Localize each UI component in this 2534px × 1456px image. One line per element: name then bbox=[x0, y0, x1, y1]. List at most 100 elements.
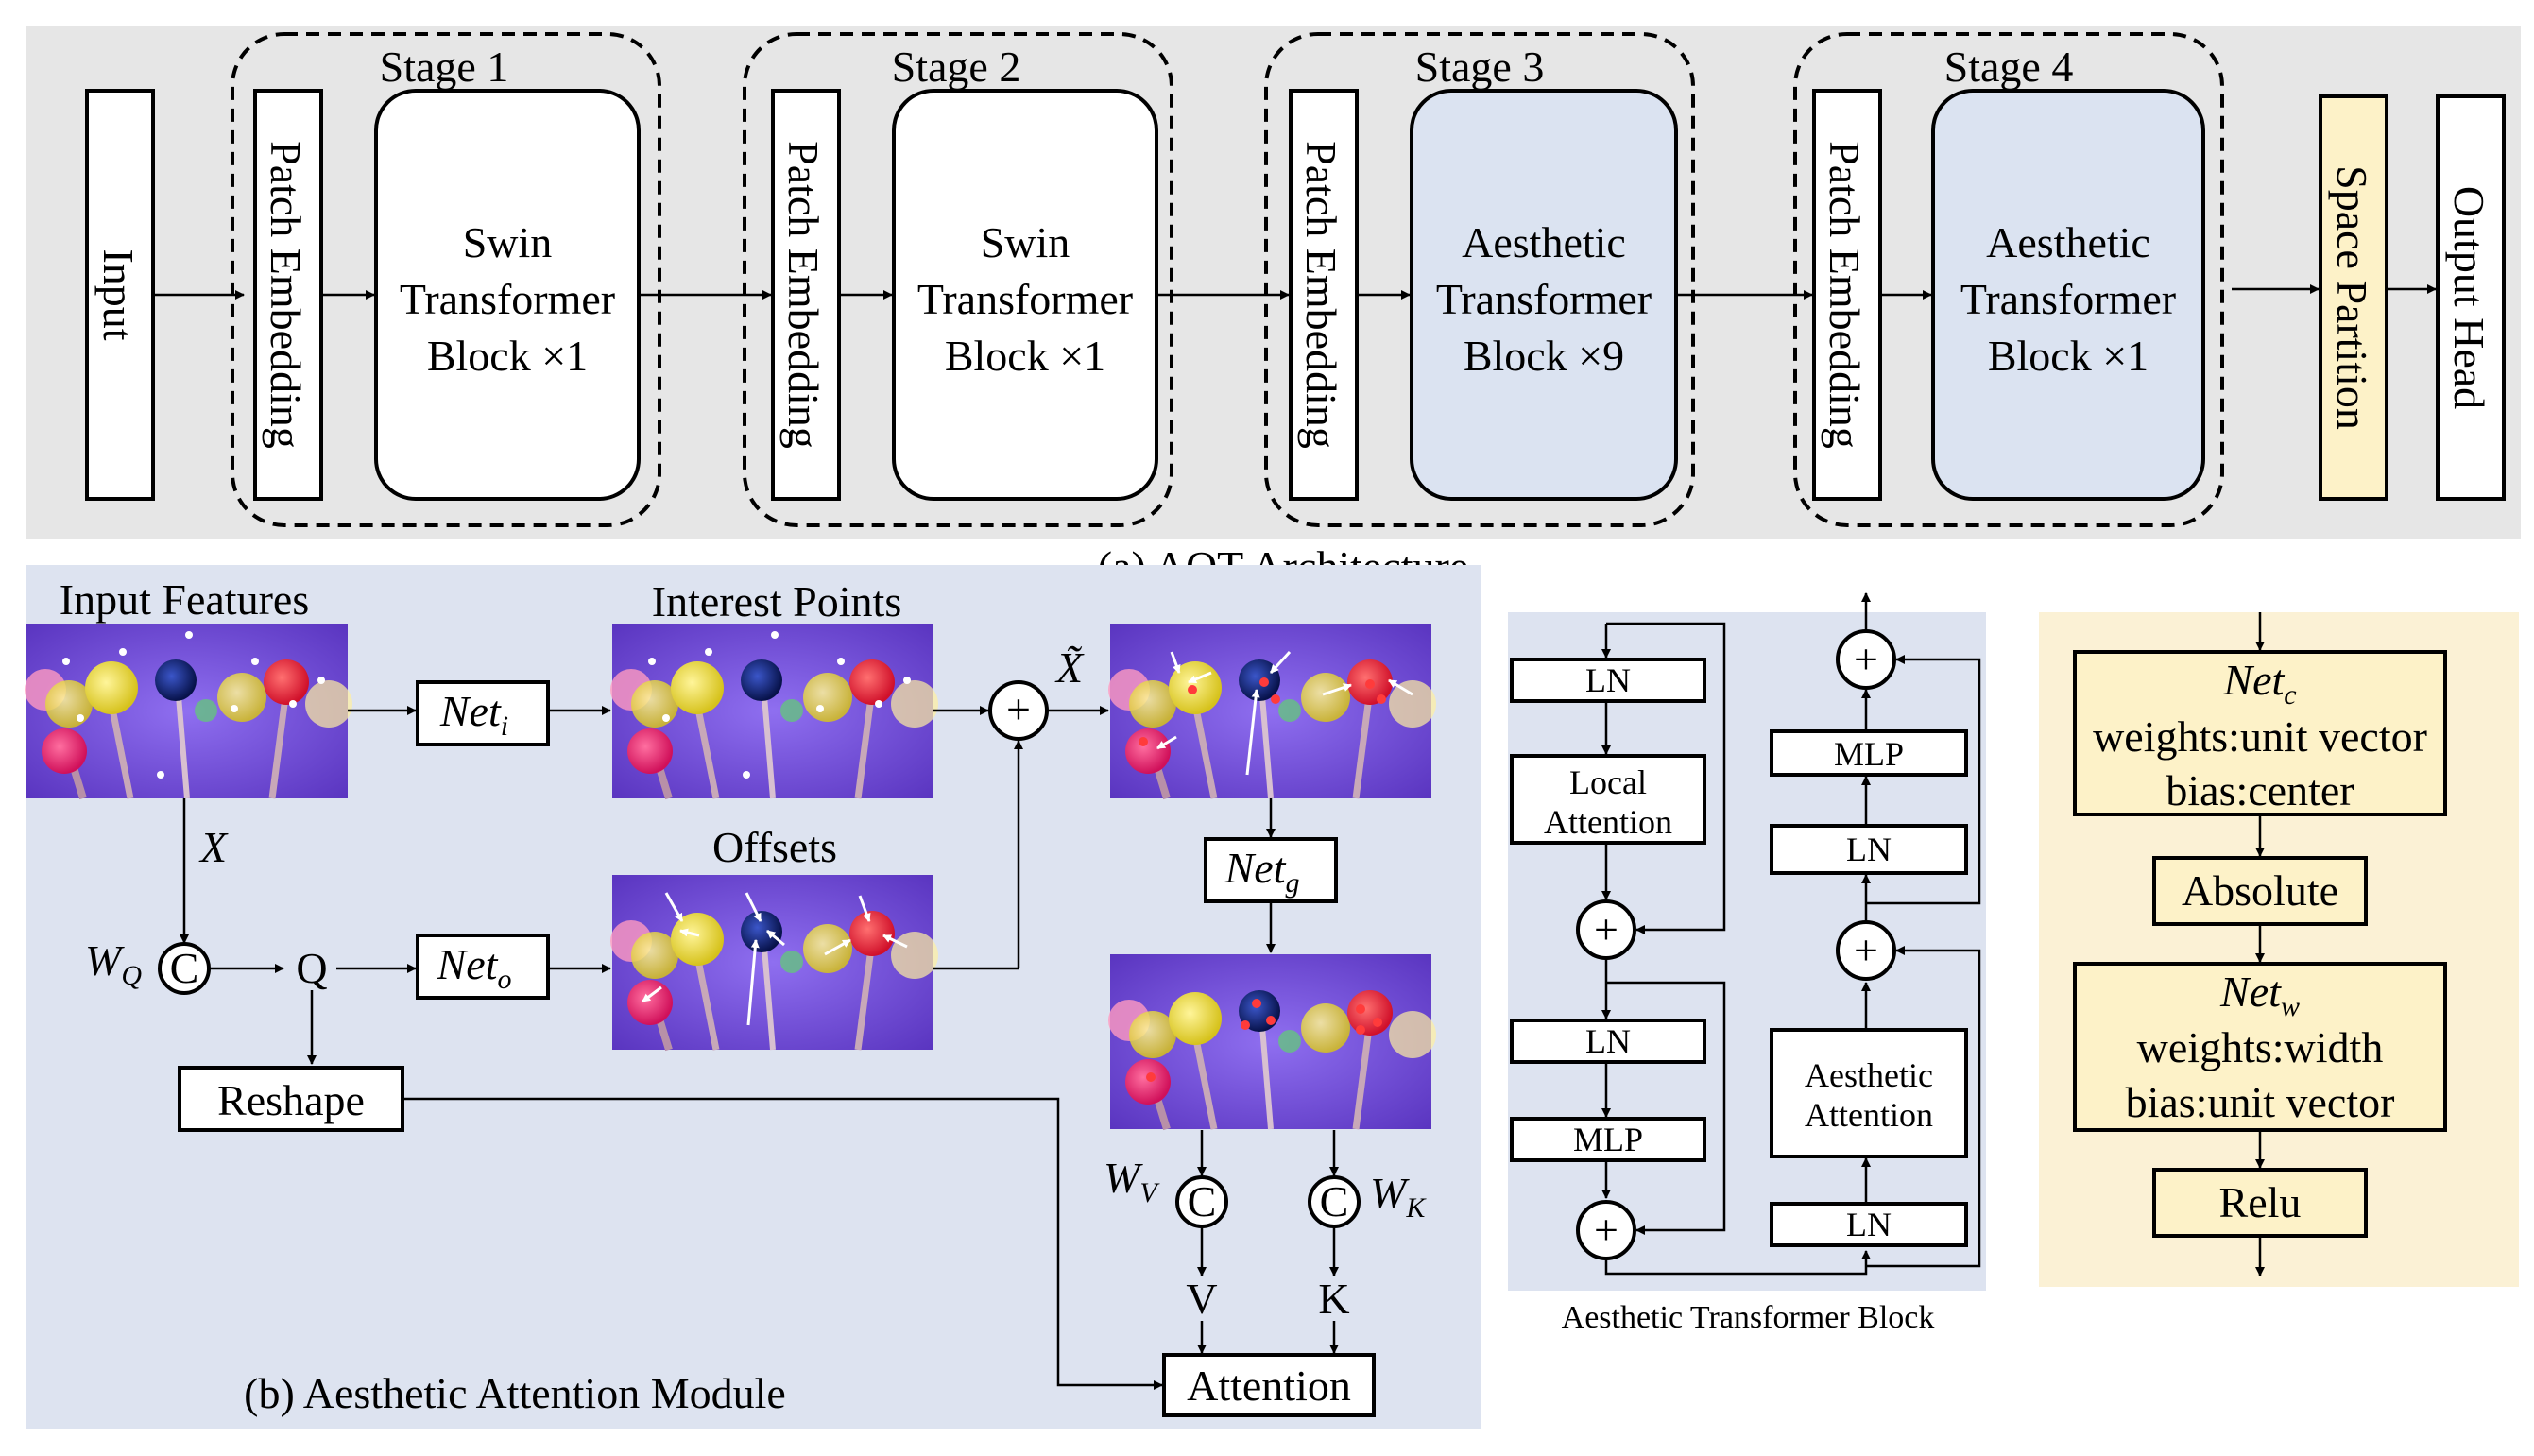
reshape-box bbox=[178, 1066, 404, 1132]
combined-offset-arrows bbox=[1156, 650, 1413, 776]
aesthetic-attention-line2: Attention bbox=[1805, 1096, 1933, 1134]
stage-4-frame bbox=[1793, 32, 2224, 527]
stage-4-block-line1: Aesthetic bbox=[1986, 218, 2150, 266]
block-ln-2 bbox=[1510, 1019, 1706, 1064]
block-ln-4-label: LN bbox=[1846, 831, 1892, 868]
stage-1-block-line1: Swin bbox=[463, 218, 553, 266]
stage-2-block-line3: Block ×1 bbox=[945, 332, 1105, 380]
stage-4-block-line2: Transformer bbox=[1960, 275, 2176, 323]
block-ln-1-label: LN bbox=[1585, 661, 1631, 699]
absolute-label: Absolute bbox=[2182, 866, 2338, 915]
stage-3-block-line2: Transformer bbox=[1436, 275, 1652, 323]
input-box bbox=[85, 89, 155, 501]
block-mlp-1-label: MLP bbox=[1573, 1121, 1643, 1158]
net-w-weights: weights:width bbox=[2137, 1023, 2384, 1071]
input-label: Input bbox=[94, 248, 143, 340]
interest-dots bbox=[648, 631, 911, 779]
stage-2-patch-embedding bbox=[771, 89, 841, 501]
reshape-label: Reshape bbox=[217, 1076, 365, 1124]
stage-4-block bbox=[1931, 89, 2205, 501]
attention-label: Attention bbox=[1187, 1362, 1351, 1410]
absolute-box bbox=[2152, 856, 2368, 926]
stage-2-block-line2: Transformer bbox=[917, 275, 1133, 323]
stage-1-patch-embedding bbox=[253, 89, 323, 501]
block-plus-3: + bbox=[1854, 926, 1878, 974]
stage-4-block-line3: Block ×1 bbox=[1988, 332, 2149, 380]
block-plus-2: + bbox=[1594, 1206, 1618, 1254]
net-w-label: Netw bbox=[2219, 968, 2300, 1022]
stage-2-block-line1: Swin bbox=[981, 218, 1070, 266]
sampled-image bbox=[1108, 954, 1436, 1129]
block-ln-1 bbox=[1510, 658, 1706, 703]
net-c-weights: weights:unit vector bbox=[2093, 712, 2427, 761]
concat-v: C bbox=[1188, 1177, 1217, 1225]
input-features-label: Input Features bbox=[60, 575, 309, 624]
x-tilde-label: X̃ bbox=[1054, 643, 1085, 692]
block-plus-4: + bbox=[1854, 635, 1878, 683]
interest-points-image bbox=[610, 624, 938, 798]
offsets-label: Offsets bbox=[712, 823, 837, 871]
transformer-block-caption: Aesthetic Transformer Block bbox=[1562, 1300, 1935, 1335]
stage-3-patch-embedding bbox=[1289, 89, 1359, 501]
local-attention-line1: Local bbox=[1569, 763, 1647, 801]
concat-k: C bbox=[1320, 1177, 1349, 1225]
block-ln-2-label: LN bbox=[1585, 1022, 1631, 1060]
local-attention-line2: Attention bbox=[1544, 803, 1672, 841]
wk-label: WK bbox=[1370, 1169, 1427, 1224]
combined-sample-dots bbox=[1139, 677, 1386, 746]
stage-3-block-line1: Aesthetic bbox=[1462, 218, 1626, 266]
output-head-label: Output Head bbox=[2445, 186, 2493, 409]
stage-4-embed-label: Patch Embedding bbox=[1821, 141, 1869, 449]
block-ln-3 bbox=[1770, 1202, 1968, 1247]
net-o-label: Neto bbox=[437, 940, 512, 995]
block-mlp-1 bbox=[1510, 1117, 1706, 1162]
combined-image bbox=[1108, 624, 1436, 798]
net-g-label: Netg bbox=[1224, 844, 1300, 899]
aesthetic-attention-box bbox=[1770, 1028, 1968, 1158]
stage-3-title: Stage 3 bbox=[1415, 43, 1545, 91]
k-label: K bbox=[1318, 1275, 1349, 1323]
local-attention-box bbox=[1510, 754, 1706, 845]
stage-2-frame bbox=[743, 32, 1173, 527]
space-partition-box bbox=[2319, 94, 2388, 501]
stage-4-title: Stage 4 bbox=[1944, 43, 2074, 91]
interest-points-label: Interest Points bbox=[652, 577, 901, 625]
stage-1-embed-label: Patch Embedding bbox=[262, 141, 310, 449]
output-head-box bbox=[2436, 94, 2506, 501]
block-mlp-2-label: MLP bbox=[1834, 735, 1904, 773]
net-o-box bbox=[416, 934, 550, 1000]
block-ln-3-label: LN bbox=[1846, 1206, 1892, 1243]
stage-3-embed-label: Patch Embedding bbox=[1297, 141, 1345, 449]
net-c-label: Netc bbox=[2222, 656, 2296, 711]
stage-1-title: Stage 1 bbox=[380, 43, 509, 91]
relu-box bbox=[2152, 1168, 2368, 1238]
stage-3-frame bbox=[1264, 32, 1695, 527]
net-i-label: Neti bbox=[439, 687, 508, 742]
stages: Stage 1 Patch Embedding Swin Transformer… bbox=[231, 32, 2224, 527]
stage-2-title: Stage 2 bbox=[892, 43, 1021, 91]
input-features-image bbox=[25, 624, 352, 798]
stage-1-frame bbox=[231, 32, 661, 527]
net-g-box bbox=[1204, 837, 1338, 903]
offset-arrows bbox=[642, 892, 908, 1026]
architecture-arrows bbox=[153, 284, 2437, 300]
sampled-dots bbox=[1146, 999, 1382, 1082]
net-c-bias: bias:center bbox=[2166, 766, 2354, 814]
feature-dots bbox=[62, 631, 325, 779]
net-i-box bbox=[416, 680, 550, 746]
net-w-bias: bias:unit vector bbox=[2126, 1078, 2395, 1126]
wv-label: WV bbox=[1104, 1154, 1160, 1208]
space-partition-label: Space Partition bbox=[2328, 165, 2376, 430]
block-mlp-2 bbox=[1770, 729, 1968, 777]
attention-module-caption: (b) Aesthetic Attention Module bbox=[244, 1369, 786, 1417]
attention-box bbox=[1162, 1353, 1376, 1417]
stage-3-block-line3: Block ×9 bbox=[1464, 332, 1624, 380]
stage-1-block-line3: Block ×1 bbox=[427, 332, 588, 380]
q-label: Q bbox=[296, 944, 327, 992]
x-label: X bbox=[198, 823, 229, 871]
relu-label: Relu bbox=[2219, 1178, 2302, 1226]
plus-sign: + bbox=[1006, 685, 1031, 733]
concat-q: C bbox=[170, 944, 199, 992]
block-ln-4 bbox=[1770, 824, 1968, 875]
